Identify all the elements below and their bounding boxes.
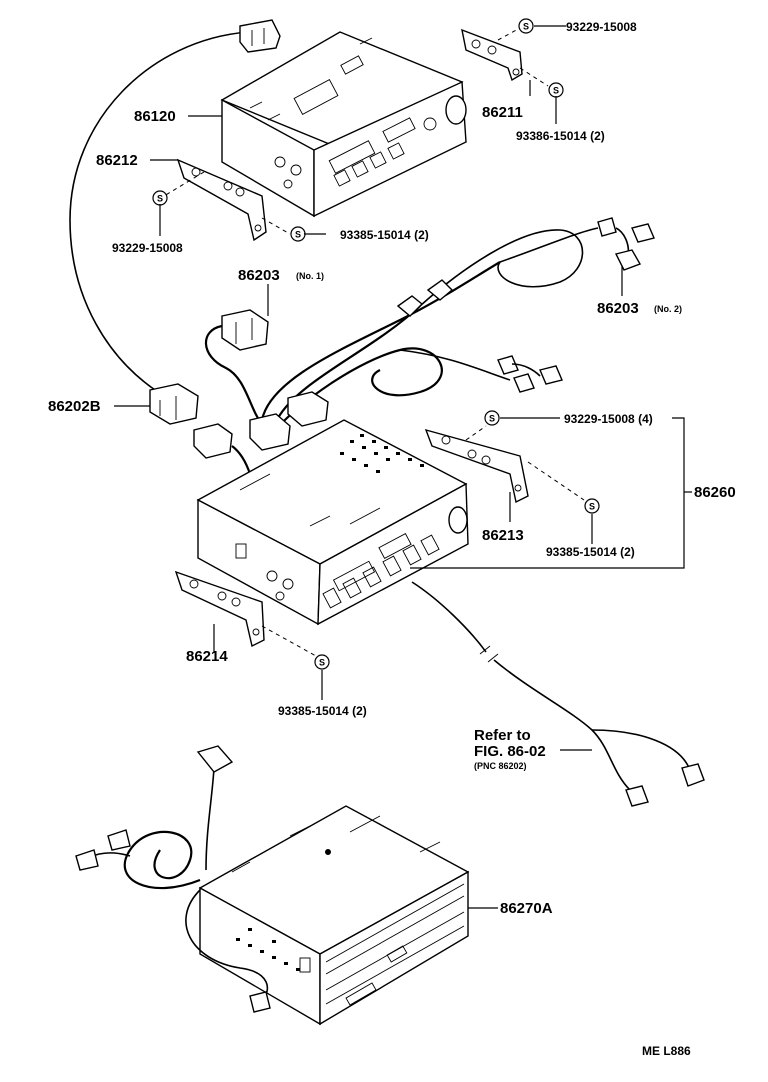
s-symbols: S S S S S S S	[152, 18, 600, 670]
fig-86-02-label: FIG. 86-02	[474, 743, 546, 760]
label-86212: 86212	[96, 152, 138, 169]
label-86260: 86260	[694, 484, 736, 501]
svg-text:S: S	[553, 86, 559, 96]
svg-text:S: S	[319, 658, 325, 668]
refer-to-label: Refer to	[474, 727, 531, 744]
label-93386-15014: 93386-15014 (2)	[516, 129, 605, 143]
cd-unit-86270A	[75, 745, 470, 1026]
label-93229-15008-a: 93229-15008	[112, 241, 183, 255]
wire-86202B	[69, 19, 281, 425]
label-86214: 86214	[186, 648, 228, 665]
figure-code: ME L886	[642, 1044, 691, 1058]
label-86203-no2: 86203	[597, 300, 639, 317]
label-86120: 86120	[134, 108, 176, 125]
label-86203-no1-note: (No. 1)	[296, 271, 324, 281]
bracket-86211	[461, 28, 523, 82]
label-93385-15014-b: 93385-15014 (2)	[546, 545, 635, 559]
label-86203-no2-note: (No. 2)	[654, 304, 682, 314]
bracket-86214	[174, 570, 265, 648]
leader-lines	[114, 25, 692, 909]
label-86202B: 86202B	[48, 398, 101, 415]
label-86211: 86211	[482, 104, 523, 121]
label-86203-no1: 86203	[238, 267, 280, 284]
label-93229-15008-b: 93229-15008	[566, 20, 637, 34]
svg-text:S: S	[295, 230, 301, 240]
bracket-86212	[176, 158, 267, 242]
label-86270A: 86270A	[500, 900, 553, 917]
label-86213: 86213	[482, 527, 524, 544]
part-labels: 86120 86212 93229-15008 93385-15014 (2) …	[48, 20, 736, 1058]
svg-text:S: S	[157, 194, 163, 204]
svg-text:S: S	[589, 502, 595, 512]
label-93229-15008-c: 93229-15008 (4)	[564, 412, 653, 426]
harness-86203	[193, 217, 655, 475]
radio-unit-86260	[196, 419, 469, 626]
svg-text:S: S	[489, 414, 495, 424]
pnc-86202-label: (PNC 86202)	[474, 761, 527, 771]
bracket-86213	[424, 428, 529, 504]
cable-to-fig-86-02	[411, 581, 705, 807]
label-93385-15014-a: 93385-15014 (2)	[340, 228, 429, 242]
svg-text:S: S	[523, 22, 529, 32]
label-93385-15014-c: 93385-15014 (2)	[278, 704, 367, 718]
radio-unit-86120	[220, 31, 467, 218]
